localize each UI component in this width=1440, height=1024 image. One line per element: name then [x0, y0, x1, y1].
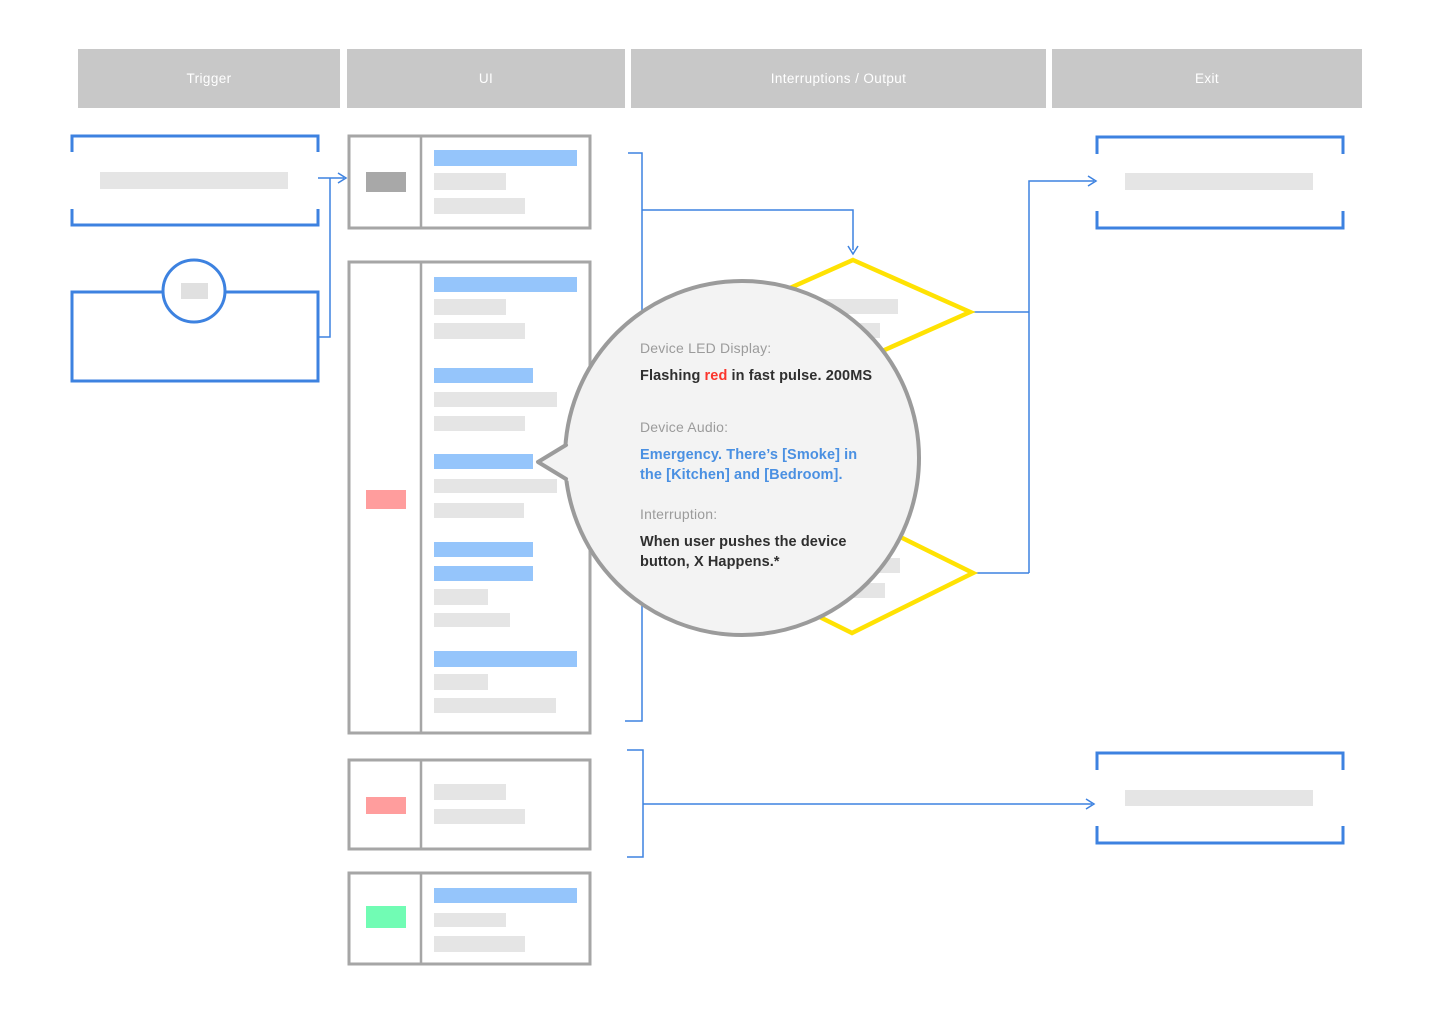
- placeholder-bar: [434, 368, 533, 383]
- placeholder-bar: [434, 173, 506, 190]
- ui-card-2: [347, 260, 592, 735]
- placeholder-bar: [1125, 790, 1313, 806]
- connector-line: [1028, 180, 1094, 573]
- ui-output-bracket-bottom: [627, 749, 1096, 858]
- trigger-to-ui-connector: [318, 172, 348, 338]
- placeholder-bar: [434, 454, 533, 469]
- interruption-text: When user pushes the device button, X Ha…: [640, 534, 847, 570]
- trigger-card-1-frame: [70, 134, 320, 227]
- exit-card-1-frame: [1095, 135, 1345, 230]
- exit-card-1: [1095, 135, 1345, 230]
- trigger-card-1: [70, 134, 320, 227]
- column-header-interruptions-output: Interruptions / Output: [631, 49, 1046, 108]
- placeholder-bar: [434, 589, 488, 605]
- placeholder-bar: [434, 198, 525, 214]
- led-text-red-word: red: [704, 368, 728, 384]
- placeholder-bar: [434, 542, 533, 557]
- arrowhead-down-icon: [847, 245, 859, 256]
- led-text-prefix: Flashing: [640, 368, 705, 384]
- placeholder-bar: [434, 416, 525, 431]
- callout-tail-outline: [536, 443, 568, 481]
- column-header-exit: Exit: [1052, 49, 1362, 108]
- connector-line: [318, 178, 331, 338]
- arrowhead-right-icon: [1087, 175, 1098, 187]
- placeholder-bar: [434, 809, 525, 824]
- arrowhead-right-icon: [337, 172, 348, 184]
- placeholder-bar: [434, 888, 577, 903]
- device-audio-text: Emergency. There’s [Smoke] in the [Kitch…: [640, 447, 858, 483]
- column-header-trigger: Trigger: [78, 49, 340, 108]
- exit-card-2: [1095, 751, 1345, 845]
- exit-card-2-frame: [1095, 751, 1345, 845]
- ui-card-4: [347, 871, 592, 966]
- placeholder-bar: [434, 613, 510, 627]
- callout-tail: [538, 436, 580, 488]
- ui-card-3: [347, 758, 592, 851]
- ui-card-1: [347, 134, 592, 230]
- device-audio-label: Device Audio:: [640, 419, 729, 435]
- arrowhead-right-icon: [1085, 798, 1096, 810]
- magnifier-callout: [536, 279, 921, 637]
- status-swatch-gray: [366, 172, 406, 192]
- connector-line: [642, 209, 854, 250]
- diamonds-to-exit-connector: [970, 175, 1098, 574]
- status-swatch-red: [366, 797, 406, 814]
- placeholder-bar: [434, 936, 525, 952]
- placeholder-bar: [434, 277, 577, 292]
- placeholder-chip: [181, 283, 208, 299]
- placeholder-bar: [434, 503, 524, 518]
- interruption-label: Interruption:: [640, 506, 718, 522]
- trigger-card-2: [70, 258, 320, 383]
- placeholder-bar: [434, 150, 577, 166]
- placeholder-bar: [434, 566, 533, 581]
- placeholder-bar: [1125, 173, 1313, 190]
- status-swatch-red: [366, 490, 406, 509]
- placeholder-bar: [434, 392, 557, 407]
- placeholder-bar: [100, 172, 288, 189]
- bracket-line: [627, 749, 644, 858]
- led-text-suffix: in fast pulse. 200MS: [727, 368, 873, 384]
- column-header-ui: UI: [347, 49, 625, 108]
- placeholder-bar: [434, 299, 506, 315]
- device-led-display-text: Flashing red in fast pulse. 200MS: [640, 367, 920, 387]
- placeholder-bar: [434, 651, 577, 667]
- placeholder-bar: [434, 323, 525, 339]
- placeholder-bar: [434, 674, 488, 690]
- placeholder-bar: [434, 913, 506, 927]
- device-led-display-label: Device LED Display:: [640, 340, 772, 356]
- status-swatch-green: [366, 906, 406, 928]
- placeholder-bar: [434, 784, 506, 800]
- placeholder-bar: [434, 698, 556, 713]
- placeholder-bar: [434, 479, 557, 493]
